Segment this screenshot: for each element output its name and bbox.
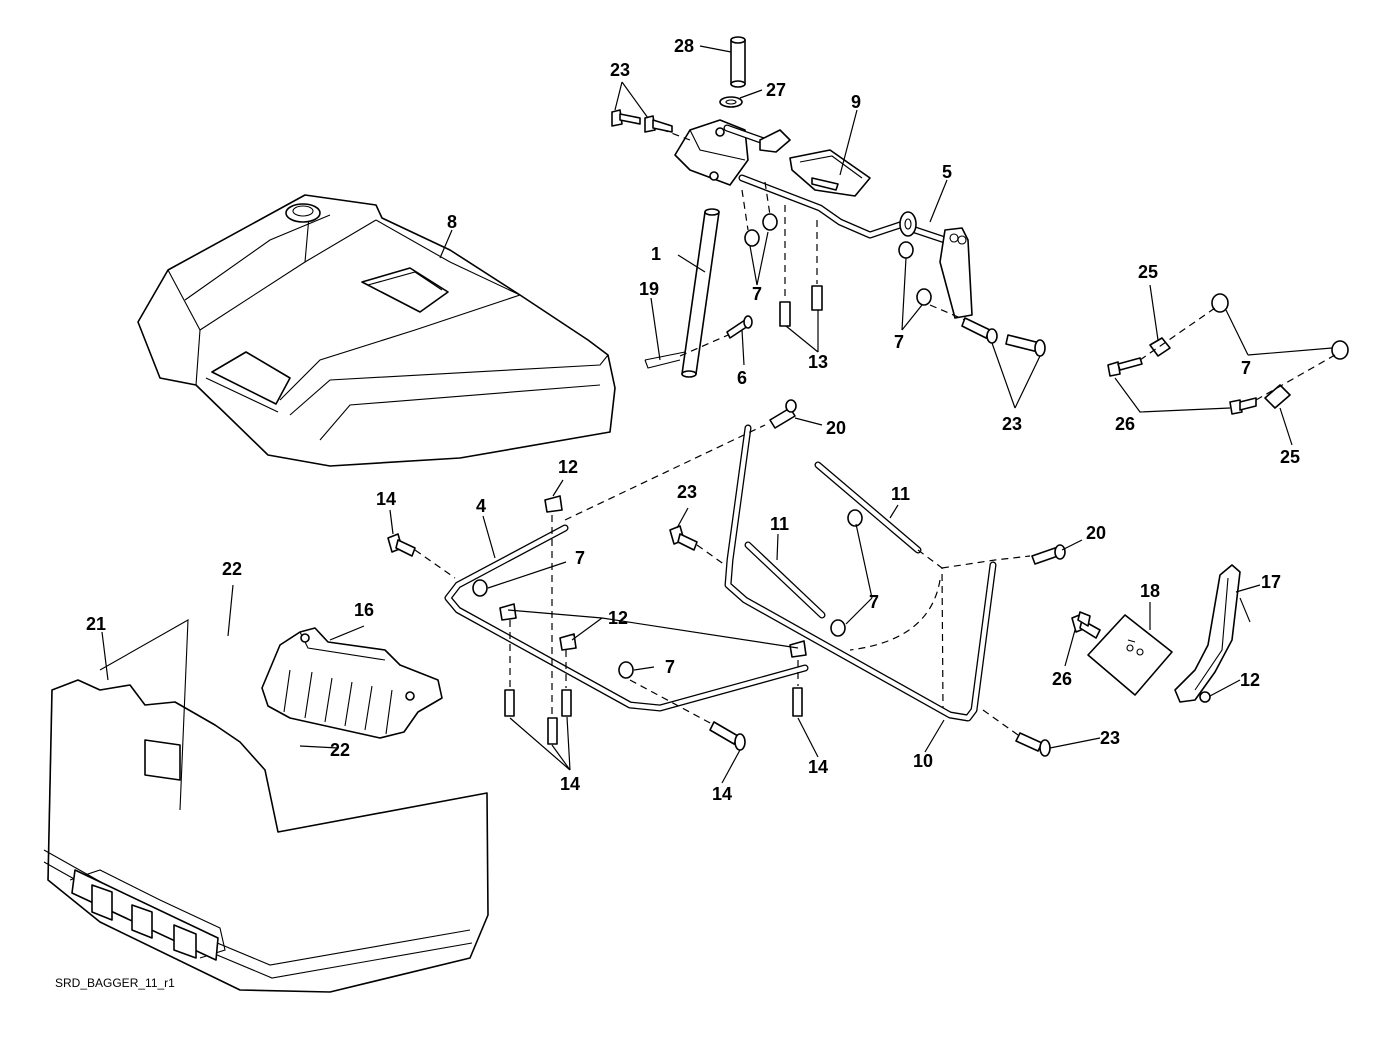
- callout-27: 27: [766, 80, 786, 100]
- side-bracket[interactable]: [1174, 564, 1251, 703]
- callout-14: 14: [376, 489, 396, 509]
- callout-25: 25: [1138, 262, 1158, 282]
- callout-7: 7: [752, 284, 762, 304]
- support-tube[interactable]: [681, 208, 720, 378]
- callout-7: 7: [1241, 358, 1251, 378]
- callout-20: 20: [826, 418, 846, 438]
- callout-7: 7: [869, 592, 879, 612]
- callout-17: 17: [1261, 572, 1281, 592]
- callout-18: 18: [1140, 581, 1160, 601]
- rear-frame[interactable]: [444, 524, 809, 712]
- brace-left[interactable]: [744, 541, 826, 619]
- callout-25: 25: [1280, 447, 1300, 467]
- callout-7: 7: [665, 657, 675, 677]
- top-pin[interactable]: [730, 36, 746, 88]
- callout-14: 14: [808, 757, 828, 777]
- callout-23: 23: [677, 482, 697, 502]
- callout-23: 23: [610, 60, 630, 80]
- callout-7: 7: [575, 548, 585, 568]
- nuts-7-top[interactable]: [741, 181, 932, 306]
- front-frame[interactable]: [724, 424, 997, 722]
- callout-14: 14: [560, 774, 580, 794]
- callout-23: 23: [1002, 414, 1022, 434]
- callout-12: 12: [558, 457, 578, 477]
- clevis-pin[interactable]: [726, 315, 753, 339]
- callout-28: 28: [674, 36, 694, 56]
- callout-22: 22: [330, 740, 350, 760]
- callout-12: 12: [608, 608, 628, 628]
- callout-23: 23: [1100, 728, 1120, 748]
- lever-bracket[interactable]: [649, 119, 973, 319]
- fastener-cluster-right[interactable]: [1107, 293, 1349, 415]
- callout-1: 1: [651, 244, 661, 264]
- drawing-reference: SRD_BAGGER_11_r1: [55, 976, 175, 990]
- callout-22: 22: [222, 559, 242, 579]
- hairpin-clip[interactable]: [644, 331, 736, 369]
- callout-11: 11: [770, 514, 789, 534]
- callout-14: 14: [712, 784, 732, 804]
- callout-13: 13: [808, 352, 828, 372]
- callout-21: 21: [86, 614, 106, 634]
- callout-26: 26: [1052, 669, 1072, 689]
- callout-8: 8: [447, 212, 457, 232]
- callout-6: 6: [737, 368, 747, 388]
- callout-16: 16: [354, 600, 374, 620]
- bolts-23-right[interactable]: [929, 304, 1046, 357]
- brace-right[interactable]: [814, 461, 922, 554]
- deflector-plate[interactable]: [261, 627, 443, 739]
- grass-bag[interactable]: [43, 619, 489, 993]
- callout-12: 12: [1240, 670, 1260, 690]
- callout-4: 4: [476, 496, 486, 516]
- leader-lines: [101, 45, 1333, 784]
- handle-grip[interactable]: [789, 149, 871, 197]
- bolts-13[interactable]: [779, 205, 823, 327]
- callout-labels: 28 23 27 9 8 5 1 19 7 6 13 7 23 25 7 26 …: [86, 36, 1300, 804]
- bagger-lid[interactable]: [137, 194, 616, 467]
- callout-7: 7: [894, 332, 904, 352]
- callout-20: 20: [1086, 523, 1106, 543]
- callout-5: 5: [942, 162, 952, 182]
- callout-10: 10: [913, 751, 933, 771]
- callout-19: 19: [639, 279, 659, 299]
- bolts-23-top-left[interactable]: [611, 109, 673, 133]
- frame-fasteners[interactable]: [387, 399, 1066, 757]
- callout-11: 11: [891, 484, 910, 504]
- callout-26: 26: [1115, 414, 1135, 434]
- callout-9: 9: [851, 92, 861, 112]
- top-washer[interactable]: [719, 96, 743, 108]
